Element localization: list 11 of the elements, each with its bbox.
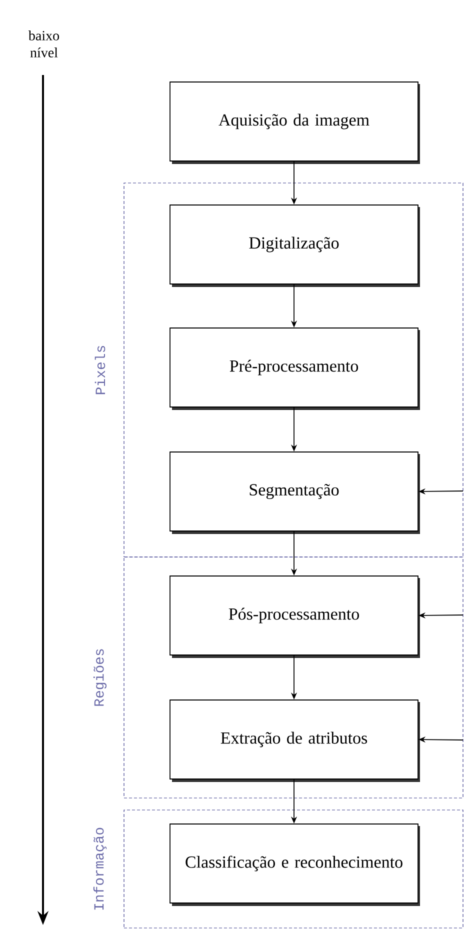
process-box: Segmentação (170, 452, 420, 534)
group-label: Regiões (93, 649, 107, 706)
process-box: Aquisição da imagem (170, 82, 420, 164)
axis-label: baixo nível (28, 30, 60, 58)
process-box: Pré-processamento (170, 328, 420, 410)
process-box: Pós-processamento (170, 576, 420, 658)
group-label: Pixels (94, 346, 106, 394)
process-box: Extração de atributos (170, 700, 420, 782)
process-box: Digitalização (170, 204, 420, 287)
process-box: Classificação e reconhecimento (170, 824, 420, 906)
group-label: Informação (93, 828, 107, 910)
